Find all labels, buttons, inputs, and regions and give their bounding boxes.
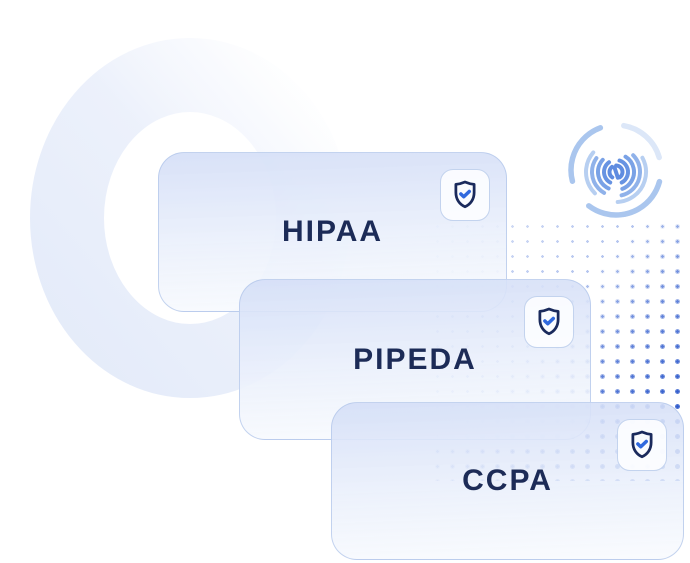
card-ccpa-label: CCPA (462, 464, 553, 497)
shield-check-icon (631, 430, 653, 459)
shield-check-icon (538, 307, 560, 336)
card-pipeda-badge (524, 296, 574, 348)
card-hipaa-badge (440, 169, 490, 221)
fingerprint-icon (568, 122, 664, 218)
shield-check-icon (454, 180, 476, 209)
card-pipeda-label: PIPEDA (353, 342, 477, 376)
card-hipaa-label: HIPAA (281, 215, 384, 248)
card-ccpa: CCPA (331, 402, 684, 560)
card-ccpa-badge (617, 419, 667, 471)
